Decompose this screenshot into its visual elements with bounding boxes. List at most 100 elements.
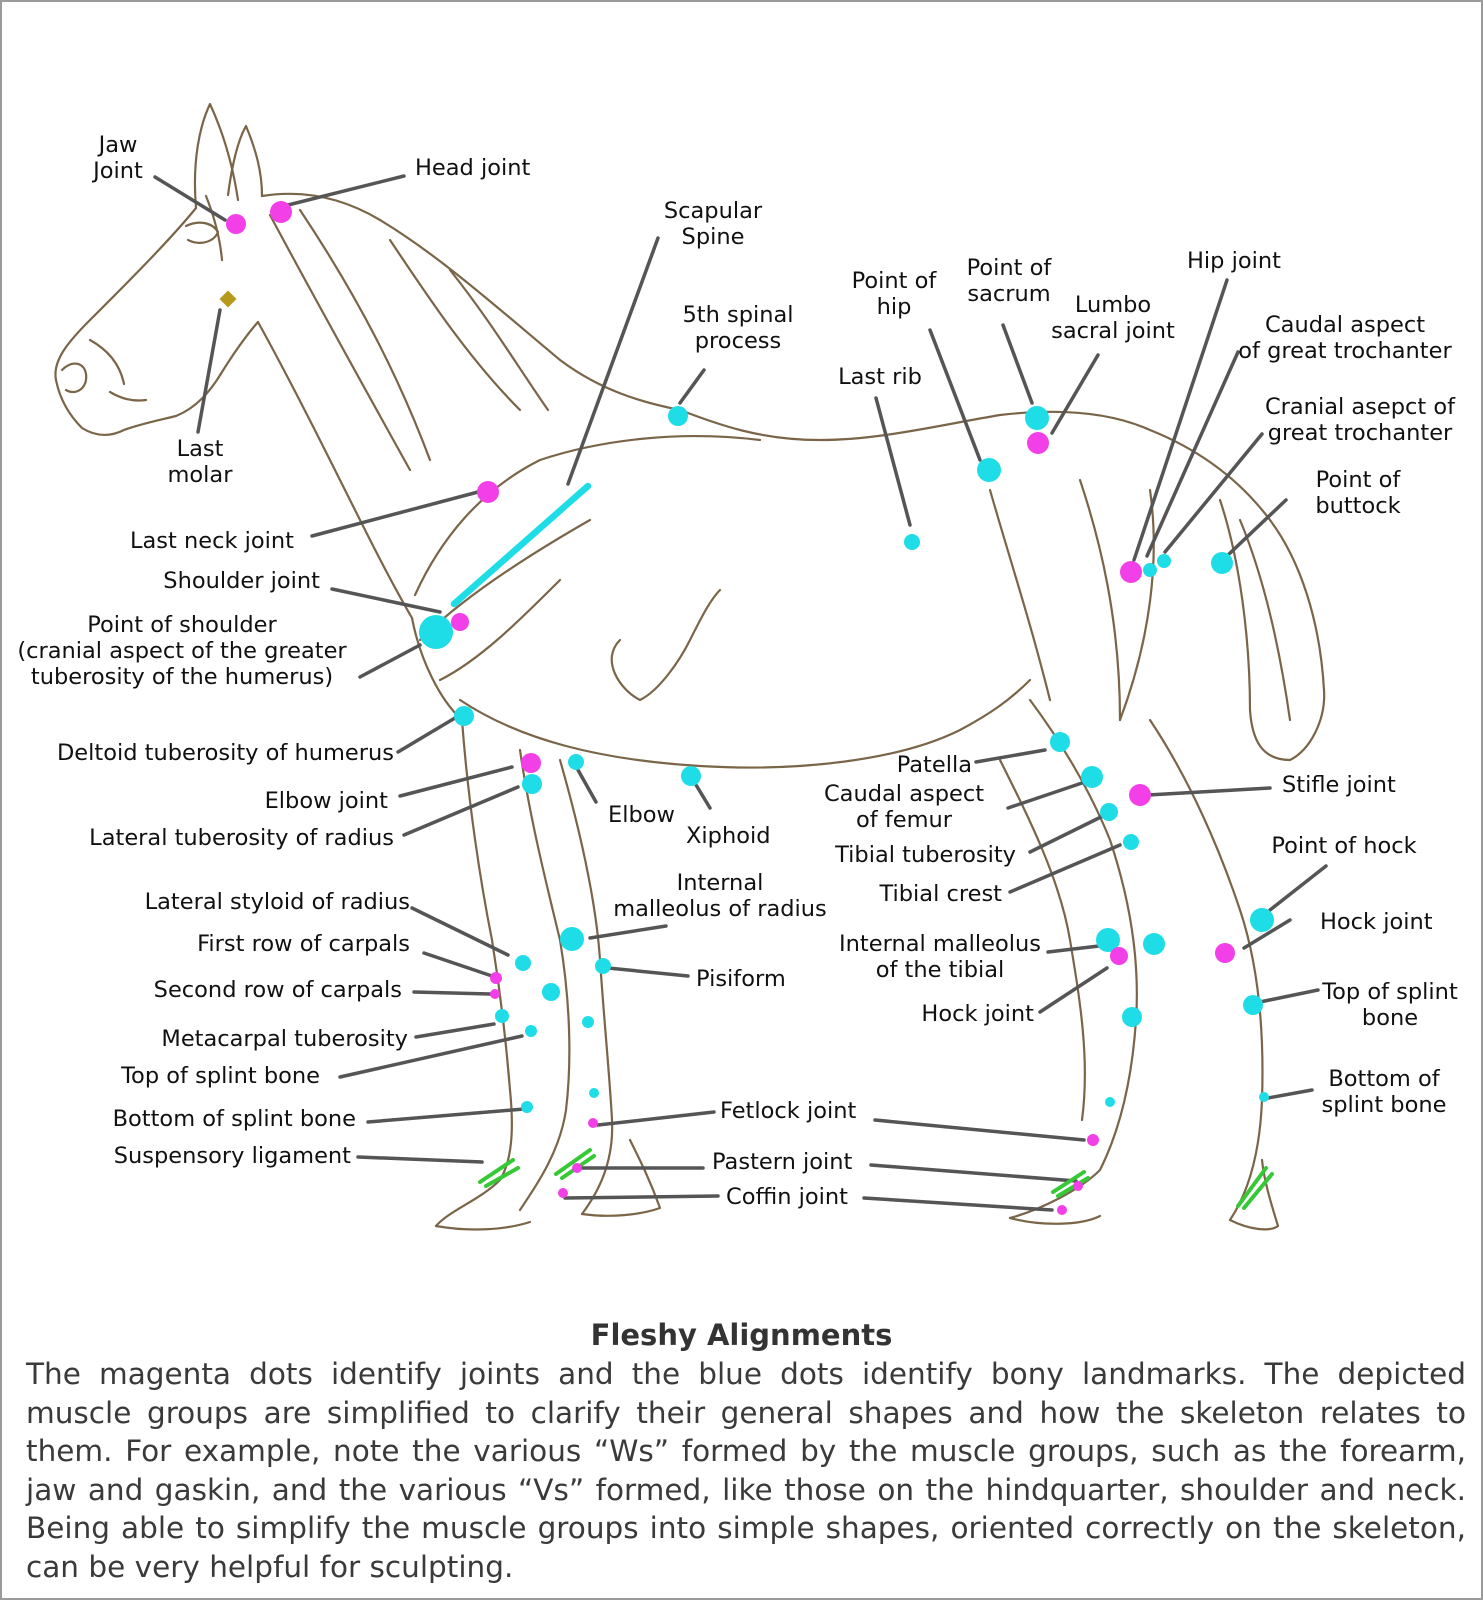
- label-line: sacrum: [967, 281, 1050, 307]
- label-line: Point of: [967, 255, 1053, 281]
- leader-lines: [153, 174, 1328, 1212]
- last-molar-marker: [219, 290, 237, 308]
- label-patella: Patella: [897, 752, 972, 778]
- joint-dot: [558, 1188, 568, 1198]
- joint-dot: [490, 972, 502, 984]
- label-line: Shoulder joint: [163, 568, 320, 594]
- joint-dot: [1110, 947, 1128, 965]
- label-line: process: [695, 328, 781, 354]
- label-line: of great trochanter: [1238, 338, 1452, 364]
- label-metacarpal-tuberosity: Metacarpal tuberosity: [161, 1026, 408, 1052]
- landmark-dot: [521, 1101, 533, 1113]
- landmark-dot: [568, 754, 584, 770]
- label-line: of femur: [856, 807, 953, 833]
- label-last-neck-joint: Last neck joint: [130, 528, 294, 554]
- landmark-dot: [1025, 406, 1049, 430]
- landmark-dot: [589, 1088, 599, 1098]
- label-stifle-joint: Stifle joint: [1282, 772, 1396, 798]
- label-line: Fetlock joint: [720, 1098, 856, 1124]
- label-shoulder-joint: Shoulder joint: [163, 568, 320, 594]
- label-line: Bottom of splint bone: [113, 1106, 356, 1132]
- landmark-dot: [1100, 803, 1118, 821]
- label-point-of-hock: Point of hock: [1271, 833, 1416, 859]
- label-line: Pastern joint: [712, 1149, 853, 1175]
- label-line: Joint: [91, 158, 143, 184]
- joint-dot: [477, 481, 499, 503]
- label-elbow-joint: Elbow joint: [265, 788, 389, 814]
- landmark-dot: [542, 983, 560, 1001]
- label-line: Elbow: [608, 802, 675, 828]
- label-line: Cranial asepct of: [1265, 394, 1456, 420]
- label-line: Bottom of: [1328, 1066, 1440, 1092]
- label-bottom-splint-bone-front: Bottom of splint bone: [113, 1106, 356, 1132]
- label-line: tuberosity of the humerus): [31, 664, 333, 690]
- label-line: Tibial crest: [878, 881, 1002, 907]
- landmark-dot: [977, 458, 1001, 482]
- label-line: Caudal aspect: [824, 781, 984, 807]
- label-line: Patella: [897, 752, 972, 778]
- label-line: Xiphoid: [686, 823, 771, 849]
- label-line: Last neck joint: [130, 528, 294, 554]
- joint-dot: [572, 1163, 582, 1173]
- joint-dot: [521, 753, 541, 773]
- caption-title: Fleshy Alignments: [590, 1318, 893, 1352]
- label-line: buttock: [1315, 493, 1400, 519]
- label-line: Deltoid tuberosity of humerus: [57, 740, 394, 766]
- landmark-dot: [1123, 834, 1139, 850]
- joint-dot: [226, 214, 246, 234]
- label-line: hip: [877, 294, 912, 320]
- label-line: great trochanter: [1268, 420, 1453, 446]
- label-line: Point of: [852, 268, 938, 294]
- landmark-dot: [904, 534, 920, 550]
- landmark-dot: [1259, 1092, 1269, 1102]
- label-line: Top of splint: [1321, 979, 1458, 1005]
- landmark-dot: [495, 1009, 509, 1023]
- label-line: Suspensory ligament: [114, 1143, 351, 1169]
- label-head-joint: Head joint: [415, 155, 531, 181]
- label-lateral-tuberosity-radius: Lateral tuberosity of radius: [89, 825, 394, 851]
- label-pastern-joint: Pastern joint: [712, 1149, 853, 1175]
- label-line: Point of hock: [1271, 833, 1416, 859]
- landmark-dot: [595, 958, 611, 974]
- label-line: Last: [177, 436, 224, 462]
- landmark-dot: [1105, 1097, 1115, 1107]
- label-line: Head joint: [415, 155, 531, 181]
- joint-dot: [1087, 1134, 1099, 1146]
- label-tibial-tuberosity: Tibial tuberosity: [834, 842, 1016, 868]
- label-second-row-carpals: Second row of carpals: [154, 977, 402, 1003]
- label-line: Scapular: [664, 198, 763, 224]
- landmark-dot: [1157, 554, 1171, 568]
- label-hock-joint-front: Hock joint: [1320, 909, 1433, 935]
- label-line: bone: [1362, 1005, 1418, 1031]
- label-line: (cranial aspect of the greater: [17, 638, 347, 664]
- label-line: Lumbo: [1075, 292, 1151, 318]
- label-line: Hock joint: [921, 1001, 1034, 1027]
- joint-dot: [1057, 1205, 1067, 1215]
- landmark-dot: [560, 927, 584, 951]
- label-suspensory-ligament: Suspensory ligament: [114, 1143, 351, 1169]
- landmark-dot: [525, 1025, 537, 1037]
- landmark-dot: [1143, 933, 1165, 955]
- label-line: First row of carpals: [197, 931, 410, 957]
- label-lateral-styloid-radius: Lateral styloid of radius: [145, 889, 410, 915]
- label-line: Jaw: [97, 132, 138, 158]
- landmark-dot: [1050, 732, 1070, 752]
- label-fetlock-joint: Fetlock joint: [720, 1098, 856, 1124]
- label-coffin-joint: Coffin joint: [726, 1184, 848, 1210]
- label-point-of-shoulder: Point of shoulder(cranial aspect of the …: [17, 612, 347, 690]
- joint-dot: [1215, 943, 1235, 963]
- landmark-dot: [1250, 908, 1274, 932]
- label-line: Caudal aspect: [1265, 312, 1425, 338]
- joint-dots: [226, 201, 1235, 1215]
- label-line: Hip joint: [1187, 248, 1281, 274]
- label-elbow: Elbow: [608, 802, 675, 828]
- label-line: malleolus of radius: [613, 896, 827, 922]
- label-tibial-crest: Tibial crest: [878, 881, 1002, 907]
